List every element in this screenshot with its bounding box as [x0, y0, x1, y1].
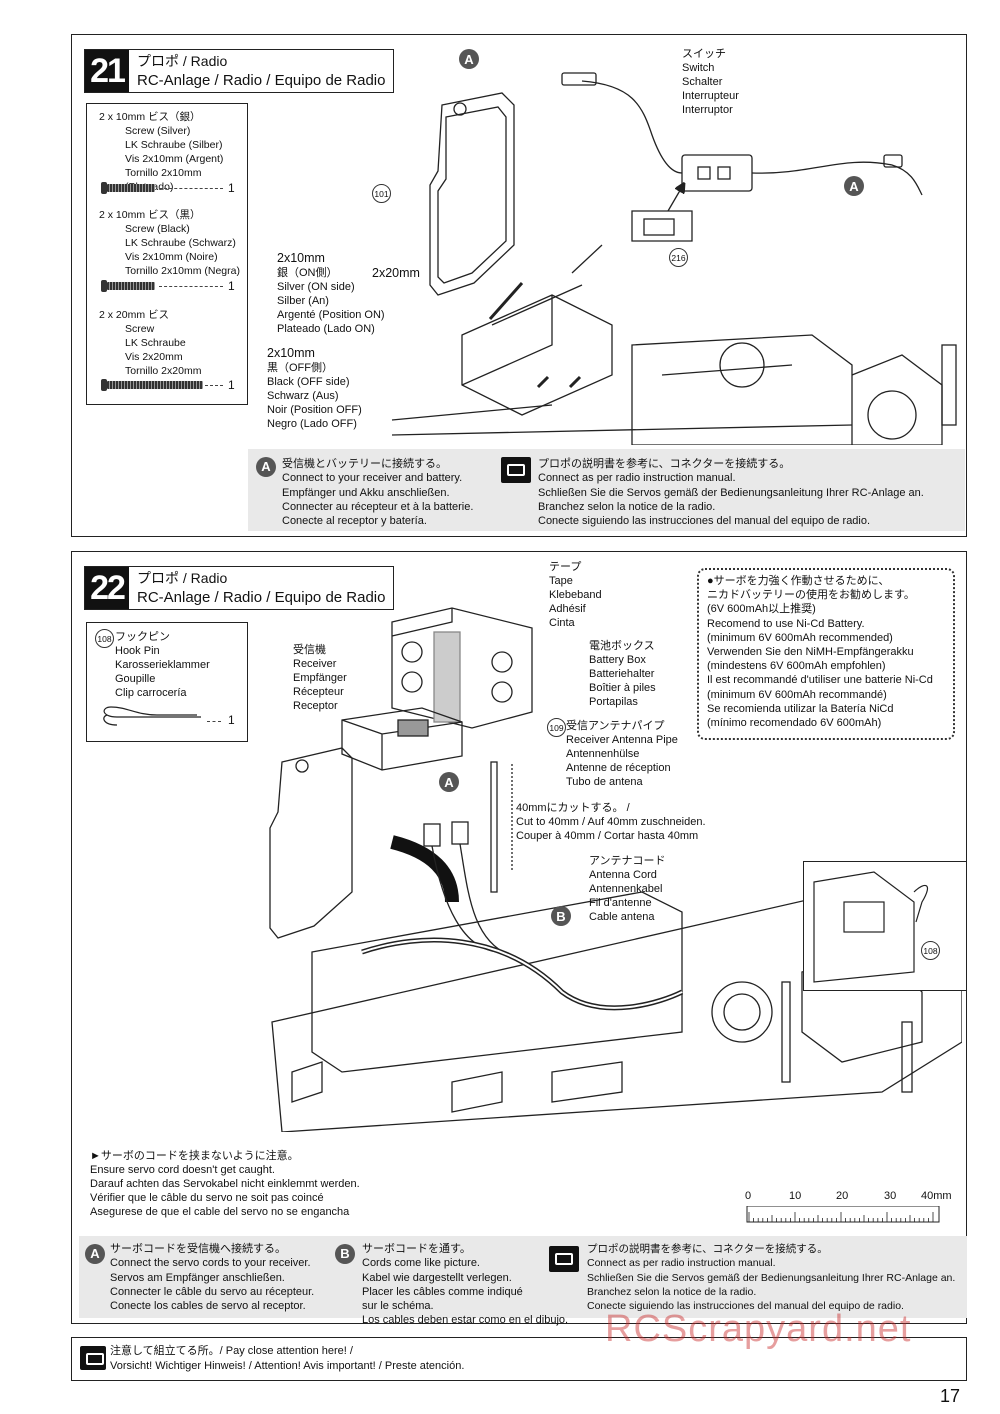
black-screw-size: 2x10mm [267, 346, 315, 360]
inset-detail: 108 [803, 861, 967, 991]
part-216-callout: 216 [669, 248, 688, 267]
qty-screw-black: 1 [228, 279, 235, 293]
screw-20mm-size: 2x20mm [372, 266, 420, 280]
part-screw-20mm: 2 x 20mm ビス Screw LK Schraube Vis 2x20mm… [99, 309, 202, 377]
attention-footer: 注意して組立てる所。/ Pay close attention here! / … [71, 1337, 967, 1381]
step-22-panel: 22 プロポ / Radio RC-Anlage / Radio / Equip… [71, 551, 967, 1326]
silver-screw-size: 2x10mm [277, 251, 325, 265]
servo-cord-caution: ►サーボのコードを挟まないように注意。 Ensure servo cord do… [90, 1150, 360, 1218]
ruler-tick-20: 20 [836, 1190, 849, 1202]
hook-pin-icon [103, 706, 201, 726]
note-b-badge: B [335, 1244, 355, 1264]
route-b-marker: B [551, 906, 571, 926]
antenna-pipe-label: 受信アンテナパイプ Receiver Antenna Pipe Antennen… [566, 720, 678, 788]
step-21-title-jp: プロポ / Radio [137, 53, 228, 69]
black-screw-desc: 黒（OFF側） Black (OFF side) Schwarz (Aus) N… [267, 362, 362, 430]
step-22-notes: A サーボコードを受信機へ接続する。 Connect the servo cor… [79, 1236, 967, 1326]
qty-hook-pin: 1 [228, 713, 235, 727]
receiver-label: 受信機 Receiver Empfänger Récepteur Recepto… [293, 644, 347, 712]
screw-head-icon [101, 379, 107, 391]
part-101-callout: 101 [372, 184, 391, 203]
footer-line-2: Vorsicht! Wichtiger Hinweis! / Attention… [110, 1360, 465, 1372]
note-a-text: サーボコードを受信機へ接続する。 Connect the servo cords… [110, 1243, 315, 1313]
connector-a-marker: A [844, 176, 864, 196]
parts-box-21: 2 x 10mm ビス（銀） Screw (Silver) LK Schraub… [86, 103, 248, 405]
nicd-battery-note: ●サーボを力強く作動させるために、 ニカドバッテリーの使用をお勧めします。 (6… [697, 568, 955, 740]
note-a-text: 受信機とバッテリーに接続する。 Connect to your receiver… [282, 458, 474, 528]
antenna-cord-label: アンテナコード Antenna Cord Antennenkabel Fil d… [589, 855, 666, 923]
qty-screw-silver: 1 [228, 181, 235, 195]
step-21-illustration [391, 72, 957, 445]
ruler-tick-0: 0 [745, 1190, 752, 1202]
connector-a-marker: A [439, 772, 459, 792]
qty-screw-20mm: 1 [228, 378, 235, 392]
ruler-tick-40mm: 40mm [921, 1190, 952, 1202]
footer-line-1: 注意して組立てる所。/ Pay close attention here! / [110, 1345, 353, 1357]
measuring-ruler: 0 10 20 30 40mm [745, 1188, 952, 1228]
pointing-hand-icon [549, 1246, 579, 1272]
ruler-scale [746, 1206, 940, 1223]
step-21-header: 21 プロポ / Radio RC-Anlage / Radio / Equip… [84, 49, 395, 93]
part-108-num: 108 [95, 629, 114, 648]
ruler-tick-10: 10 [789, 1190, 802, 1202]
note-a-badge: A [85, 1244, 105, 1264]
tape-label: テープ Tape Klebeband Adhésif Cinta [549, 561, 602, 629]
switch-label: スイッチ Switch Schalter Interrupteur Interr… [682, 48, 739, 116]
connector-a-marker: A [459, 49, 479, 69]
screw-head-icon [101, 182, 107, 194]
silver-screw-desc: 銀（ON側） Silver (ON side) Silber (An) Arge… [277, 267, 385, 335]
screw-silver-icon [107, 184, 155, 192]
note-b-text: サーボコードを通す。 Cords come like picture. Kabe… [362, 1243, 569, 1327]
part-screw-black: 2 x 10mm ビス（黒） Screw (Black) LK Schraube… [99, 209, 240, 277]
step-22-header: 22 プロポ / Radio RC-Anlage / Radio / Equip… [84, 566, 395, 610]
step-21-title: RC-Anlage / Radio / Equipo de Radio [137, 72, 386, 89]
watermark: RCScrapyard.net [605, 1308, 912, 1350]
note-a-badge: A [256, 457, 276, 477]
screw-black-icon [107, 282, 155, 290]
step-22-title-jp: プロポ / Radio [137, 570, 228, 586]
note-hand-text: プロポの説明書を参考に、コネクターを接続する。 Connect as per r… [538, 458, 924, 528]
cut-40mm-label: 40mmにカットする。 / Cut to 40mm / Auf 40mm zus… [516, 802, 706, 842]
step-21-panel: 21 プロポ / Radio RC-Anlage / Radio / Equip… [71, 34, 967, 537]
ruler-tick-30: 30 [884, 1190, 897, 1202]
screw-20mm-icon [107, 381, 203, 389]
parts-box-22: 108 フックピン Hook Pin Karosserieklammer Gou… [86, 622, 248, 742]
pointing-hand-icon [501, 457, 531, 483]
battery-box-label: 電池ボックス Battery Box Batteriehalter Boîtie… [589, 640, 656, 708]
step-22-title: RC-Anlage / Radio / Equipo de Radio [137, 589, 386, 606]
page-number: 17 [939, 1386, 960, 1406]
part-109-callout: 109 [547, 718, 566, 737]
pointing-hand-icon [80, 1346, 106, 1370]
note-hand-text: プロポの説明書を参考に、コネクターを接続する。 Connect as per r… [587, 1243, 956, 1313]
part-screw-silver: 2 x 10mm ビス（銀） Screw (Silver) LK Schraub… [99, 111, 224, 193]
step-21-number: 21 [85, 50, 129, 92]
step-21-notes: A 受信機とバッテリーに接続する。 Connect to your receiv… [248, 449, 965, 531]
hook-pin-label: フックピン Hook Pin Karosserieklammer Goupill… [115, 631, 210, 699]
step-22-number: 22 [85, 567, 129, 609]
part-108-callout: 108 [921, 941, 940, 960]
screw-head-icon [101, 280, 107, 292]
